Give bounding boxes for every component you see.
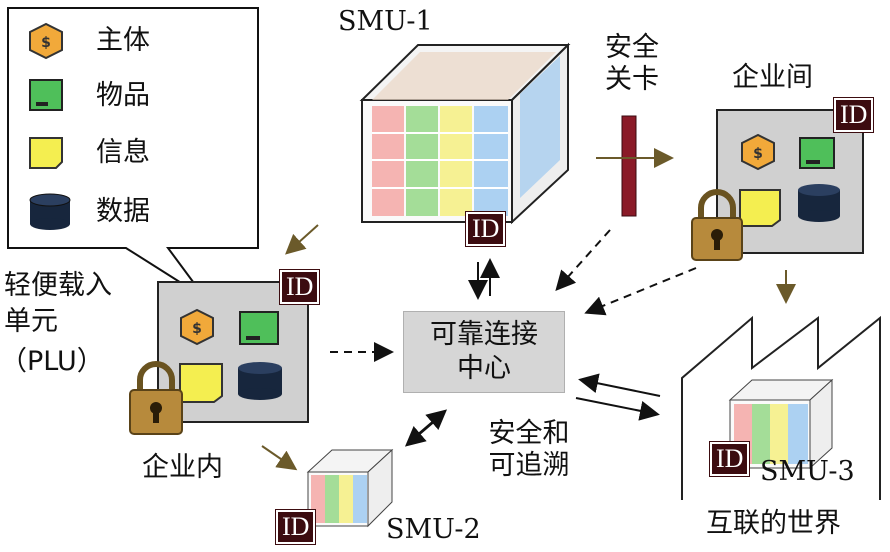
legend-callout xyxy=(7,7,259,299)
security-gate-label: 安全 关卡 xyxy=(600,32,664,96)
smu2-cube xyxy=(306,448,394,528)
legend-label-goods: 物品 xyxy=(96,80,150,111)
arrow-legend-to-plu xyxy=(285,224,319,255)
arrow-factory-to-hub xyxy=(578,373,661,397)
legend-shield-dollar-icon: $ xyxy=(29,22,63,60)
smu2-id-badge: ID xyxy=(274,509,317,545)
plu-panel: $ xyxy=(157,281,309,423)
legend-green-box-icon xyxy=(29,79,63,111)
secure-trace-line2: 可追溯 xyxy=(488,450,570,481)
legend-database-icon xyxy=(29,193,71,230)
svg-text:$: $ xyxy=(753,146,763,162)
enterprise-between-id-badge: ID xyxy=(832,97,875,133)
enterprise-within-label: 企业内 xyxy=(142,452,223,483)
reliable-connection-hub: 可靠连接 中心 xyxy=(403,311,565,393)
plu-label-line3: （PLU） xyxy=(0,346,104,377)
smu1-label: SMU-1 xyxy=(338,6,433,37)
arrow-enterprise-to-hub xyxy=(584,267,697,316)
connected-world-label: 互联的世界 xyxy=(706,508,841,539)
svg-text:$: $ xyxy=(192,321,202,337)
plu-label-line2: 单元 xyxy=(4,306,58,337)
legend-label-subject: 主体 xyxy=(96,25,150,56)
smu3-label: SMU-3 xyxy=(760,456,855,487)
legend-label-info: 信息 xyxy=(96,137,150,168)
smu2-label: SMU-2 xyxy=(386,514,481,545)
plu-id-badge: ID xyxy=(278,269,321,305)
security-gate-line2: 关卡 xyxy=(605,64,659,95)
arrow-hub-to-factory xyxy=(575,397,660,421)
plu-label-line1: 轻便载入 xyxy=(4,270,112,301)
svg-text:$: $ xyxy=(41,35,51,51)
enterprise-between-label: 企业间 xyxy=(732,62,813,93)
arrow-hub-to-smu2 xyxy=(404,419,437,447)
legend-yellow-note-icon xyxy=(29,137,63,169)
legend-label-data: 数据 xyxy=(96,196,150,227)
plu-lock-icon xyxy=(129,361,183,435)
security-gate-line1: 安全 xyxy=(605,32,659,63)
enterprise-between-lock-icon xyxy=(691,189,743,261)
smu1-cube xyxy=(359,42,571,225)
arrow-within-to-smu2 xyxy=(261,445,298,471)
smu3-cube xyxy=(728,378,834,470)
smu3-id-badge: ID xyxy=(708,441,751,477)
security-gate-bar xyxy=(621,115,637,217)
arrow-gate-to-hub xyxy=(555,229,611,291)
secure-trace-line1: 安全和 xyxy=(488,418,570,449)
hub-line2: 中心 xyxy=(457,353,511,384)
hub-line1: 可靠连接 xyxy=(430,319,538,350)
secure-trace-label: 安全和 可追溯 xyxy=(474,418,584,482)
smu1-id-badge: ID xyxy=(464,211,507,247)
